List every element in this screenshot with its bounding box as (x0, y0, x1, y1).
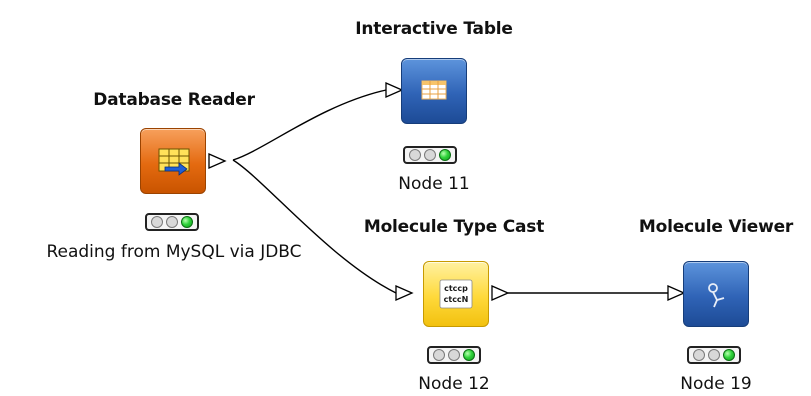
status-lamp-green (180, 216, 193, 228)
node-label-molecule-type-cast[interactable]: Node 12 (418, 374, 490, 394)
status-lamp-off (693, 349, 706, 361)
status-lamp-off (423, 149, 436, 161)
status-traffic-light-interactive-table (403, 146, 457, 164)
database-icon (158, 148, 190, 176)
node-label-molecule-viewer[interactable]: Node 19 (680, 374, 752, 394)
connection-reader-to-cast[interactable] (232, 159, 397, 294)
status-traffic-light-molecule-type-cast (427, 346, 481, 364)
node-title-molecule-type-cast[interactable]: Molecule Type Cast (363, 217, 545, 237)
cast-icon-text-bottom: ctccN (444, 295, 469, 304)
status-traffic-light-database-reader (145, 213, 199, 231)
molecule-cast-icon: ctccp ctccN (439, 279, 473, 309)
node-label-database-reader[interactable]: Reading from MySQL via JDBC (46, 242, 302, 262)
cast-icon-text-top: ctccp (444, 284, 468, 293)
node-title-database-reader[interactable]: Database Reader (93, 90, 255, 110)
input-port-molecule-type-cast[interactable] (394, 284, 414, 302)
status-lamp-green (462, 349, 475, 361)
molecule-type-cast-node[interactable]: ctccp ctccN (423, 261, 489, 327)
database-reader-node[interactable] (140, 128, 206, 194)
node-label-interactive-table[interactable]: Node 11 (398, 174, 470, 194)
connection-reader-to-table[interactable] (232, 89, 387, 161)
molecule-viewer-icon (708, 283, 725, 308)
status-lamp-off (447, 349, 460, 361)
table-icon (421, 80, 447, 100)
interactive-table-node[interactable] (401, 58, 467, 124)
status-lamp-off (707, 349, 720, 361)
status-lamp-off (433, 349, 446, 361)
status-lamp-off (165, 216, 178, 228)
status-lamp-off (151, 216, 164, 228)
output-port-molecule-type-cast[interactable] (490, 284, 510, 302)
status-lamp-green (722, 349, 735, 361)
molecule-viewer-node[interactable] (683, 261, 749, 327)
output-port-database-reader[interactable] (207, 152, 229, 170)
node-title-interactive-table[interactable]: Interactive Table (355, 19, 513, 39)
input-port-molecule-viewer[interactable] (666, 284, 686, 302)
status-traffic-light-molecule-viewer (687, 346, 741, 364)
status-lamp-off (409, 149, 422, 161)
status-lamp-green (438, 149, 451, 161)
input-port-interactive-table[interactable] (384, 81, 404, 99)
node-title-molecule-viewer[interactable]: Molecule Viewer (638, 217, 794, 237)
